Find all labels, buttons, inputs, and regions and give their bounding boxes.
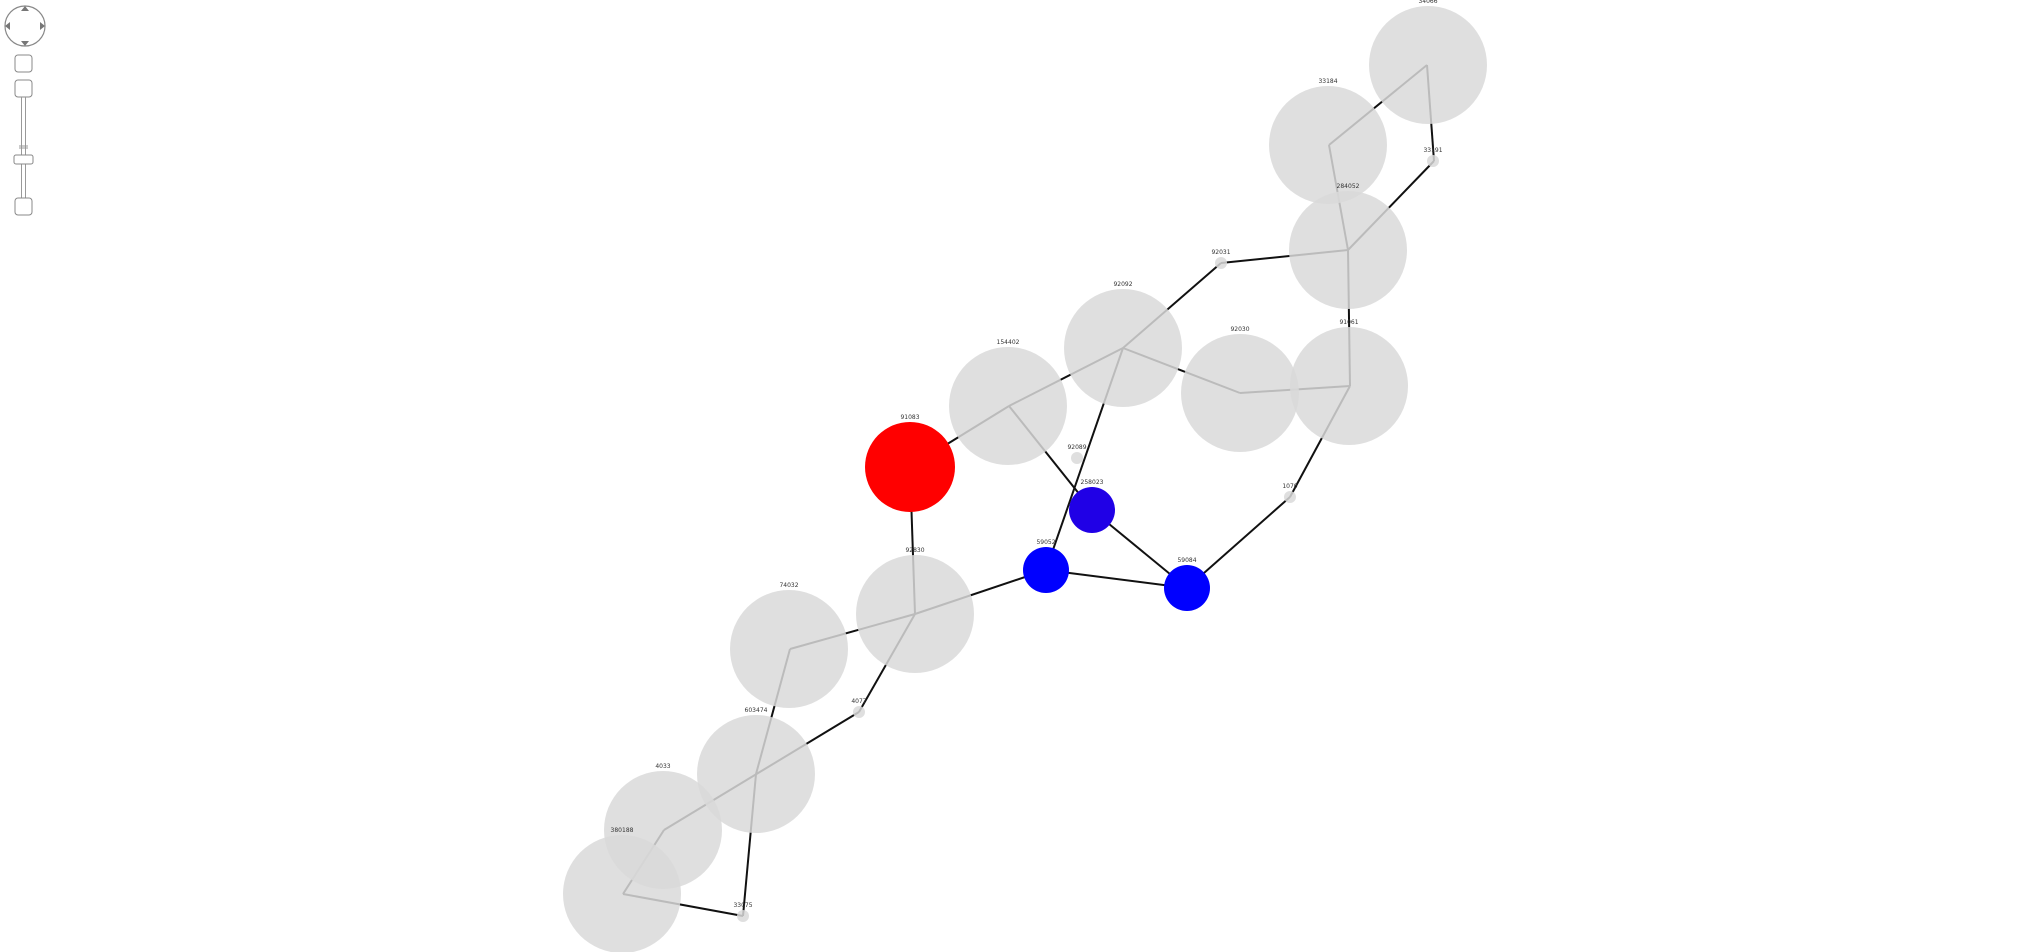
pan-down-icon[interactable] [21,41,29,46]
graph-node[interactable] [1071,452,1083,464]
node-label: 1070 [1282,483,1297,490]
graph-node[interactable] [697,715,815,833]
zoom-slider[interactable] [13,97,34,198]
graph-node[interactable] [1064,289,1182,407]
graph-node[interactable] [1284,491,1296,503]
edge-n14-n13 [1045,569,1188,589]
graph-node[interactable] [1215,257,1227,269]
navigation-controls [4,5,46,216]
graph-node[interactable] [1181,334,1299,452]
graph-node[interactable] [1290,327,1408,445]
graph-node[interactable] [737,910,749,922]
graph-node[interactable] [949,347,1067,465]
pan-up-icon[interactable] [21,6,29,11]
graph-node[interactable] [1427,155,1439,167]
node-label: 92031 [1211,249,1230,256]
node-label: 33075 [733,902,752,909]
node-label: 91083 [900,414,919,421]
zoom-out-icon[interactable] [14,197,33,216]
graph-node[interactable] [1023,547,1069,593]
graph-node[interactable] [1369,6,1487,124]
node-label: 59052 [1036,539,1055,546]
node-label: 603474 [745,707,768,714]
node-label: 74032 [779,582,798,589]
zoom-slider-handle[interactable] [13,154,34,165]
graph-node[interactable] [1069,487,1115,533]
node-label: 33191 [1423,147,1442,154]
graph-node[interactable] [856,555,974,673]
zoom-fit-icon[interactable] [14,79,33,98]
label-layer: 34066 33184 33191 284052 92031 92092 92030 9106… [611,0,1443,909]
node-label: 91061 [1339,319,1358,326]
graph-node[interactable] [730,590,848,708]
node-label: 380188 [611,827,634,834]
pan-right-icon[interactable] [40,22,45,30]
graph-node[interactable] [1269,86,1387,204]
graph-node[interactable] [865,422,955,512]
node-label: 34066 [1418,0,1437,5]
graph-node[interactable] [1164,565,1210,611]
pan-control-icon[interactable] [4,5,46,47]
node-label: 92089 [1067,444,1086,451]
graph-node[interactable] [853,706,865,718]
node-label: 92092 [1113,281,1132,288]
node-label: 284052 [1337,183,1360,190]
node-layer[interactable] [563,6,1487,952]
node-label: 4077 [851,698,866,705]
graph-node[interactable] [1289,191,1407,309]
node-label: 92030 [1230,326,1249,333]
node-label: 4033 [655,763,670,770]
node-label: 59084 [1177,557,1196,564]
node-label: 154402 [997,339,1020,346]
pan-left-icon[interactable] [5,22,10,30]
node-label: 92830 [905,547,924,554]
node-label: 258023 [1081,479,1104,486]
graph-node[interactable] [563,835,681,952]
zoom-in-icon[interactable] [14,54,33,73]
node-label: 33184 [1318,78,1337,85]
